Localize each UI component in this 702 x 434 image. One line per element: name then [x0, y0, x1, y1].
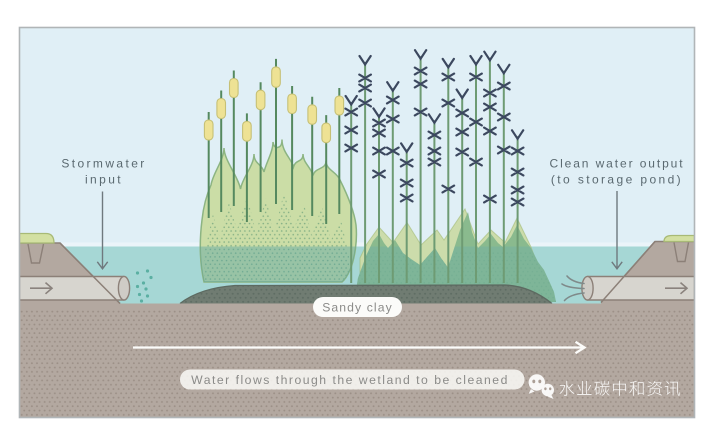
svg-text:Sandy clay: Sandy clay	[322, 301, 393, 315]
svg-text:(to storage pond): (to storage pond)	[551, 173, 683, 187]
svg-text:Stormwater: Stormwater	[61, 157, 146, 171]
svg-text:input: input	[85, 173, 123, 187]
svg-text:Clean water output: Clean water output	[550, 157, 685, 171]
svg-text:Water flows through the wetlan: Water flows through the wetland to be cl…	[191, 373, 509, 387]
